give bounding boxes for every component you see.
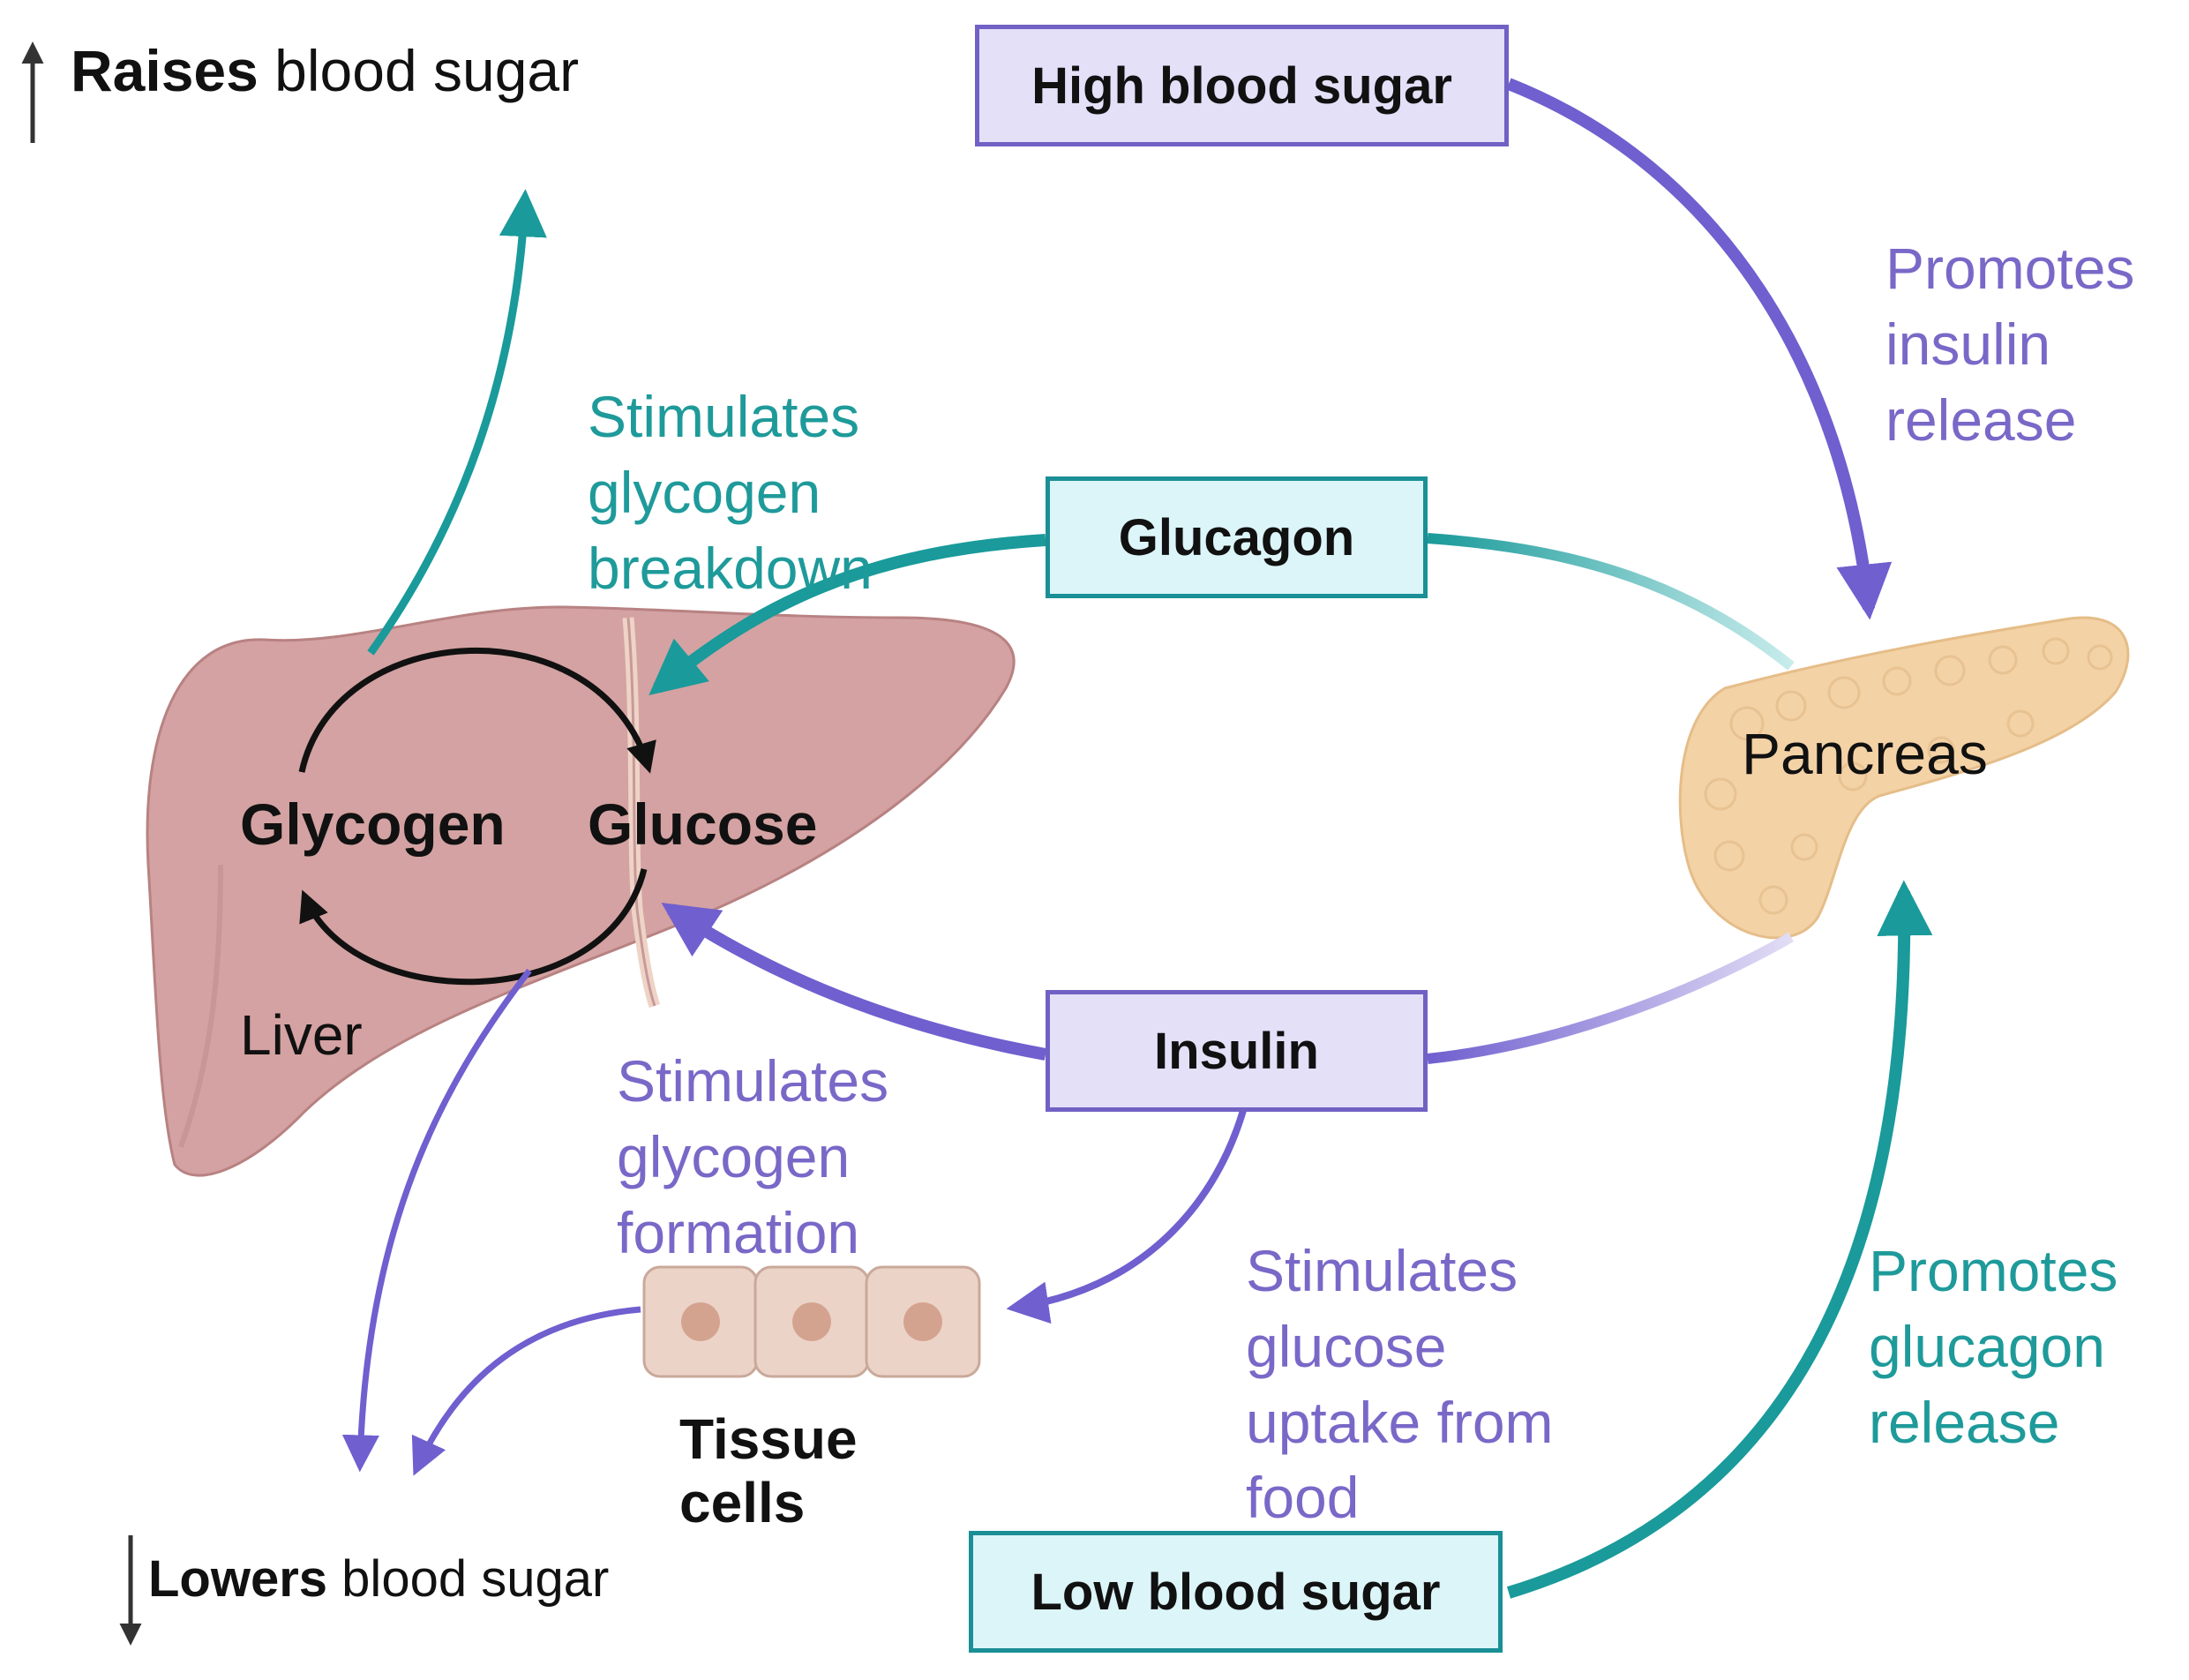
high-to-pancreas-arrow bbox=[1506, 78, 1893, 620]
annotation-line: release bbox=[1869, 1389, 2060, 1455]
low-blood-sugar-box: Low blood sugar bbox=[969, 1531, 1503, 1653]
lowers-legend: Lowers blood sugar bbox=[148, 1550, 610, 1609]
glycogen-to-glucose-arrow bbox=[298, 648, 656, 774]
annotation-line: Stimulates bbox=[1246, 1238, 1518, 1303]
tissue-cells-line: cells bbox=[679, 1470, 806, 1534]
pancreas-illustration bbox=[1678, 616, 2130, 940]
annotation-line: glycogen bbox=[588, 459, 821, 525]
lowers-bold-text: Lowers bbox=[148, 1550, 328, 1608]
annotation-line: release bbox=[1885, 386, 2077, 453]
glucose-to-glycogen-arrow bbox=[299, 868, 648, 986]
low-to-pancreas-arrow bbox=[1506, 880, 1933, 1599]
annotation-line: Stimulates bbox=[588, 384, 860, 449]
annotation-line: insulin bbox=[1885, 311, 2051, 377]
annotation-line: food bbox=[1246, 1465, 1360, 1531]
annotation-line: glucose bbox=[1246, 1313, 1447, 1379]
annotation-line: uptake from bbox=[1246, 1389, 1554, 1455]
tissue-cells-line: Tissue bbox=[679, 1407, 858, 1471]
tissue-cells-label: Tissue cells bbox=[679, 1407, 858, 1534]
high-blood-sugar-label: High blood sugar bbox=[1031, 56, 1452, 115]
liver-raises-arrow bbox=[367, 189, 547, 656]
insulin-to-liver-arrow bbox=[661, 903, 1047, 1061]
glycogen-label: Glycogen bbox=[240, 791, 506, 857]
annotation-line: Stimulates bbox=[617, 1048, 889, 1114]
raises-legend: Raises blood sugar bbox=[71, 38, 580, 104]
tissue-cells-illustration bbox=[642, 1265, 981, 1378]
high-blood-sugar-box: High blood sugar bbox=[975, 25, 1509, 146]
raises-bold-text: Raises bbox=[71, 38, 259, 103]
pancreas-insulin-line bbox=[1427, 932, 1794, 1064]
liver-lowers-arrow bbox=[341, 968, 532, 1473]
lowers-rest-text: blood sugar bbox=[327, 1550, 610, 1608]
stimulates-glucose-uptake-text: Stimulates glucose uptake from food bbox=[1246, 1234, 1554, 1536]
annotation-line: glycogen bbox=[617, 1123, 851, 1189]
promotes-glucagon-release-text: Promotes glucagon release bbox=[1869, 1234, 2118, 1460]
glucagon-label: Glucagon bbox=[1118, 508, 1355, 566]
annotation-line: breakdown bbox=[588, 535, 873, 601]
annotation-line: formation bbox=[617, 1199, 860, 1265]
pancreas-label: Pancreas bbox=[1742, 721, 1988, 786]
glucose-label: Glucose bbox=[588, 791, 818, 857]
stimulates-glycogen-formation-text: Stimulates glycogen formation bbox=[617, 1044, 888, 1271]
raises-rest-text: blood sugar bbox=[258, 38, 580, 103]
cells-lowers-arrow bbox=[411, 1306, 641, 1476]
annotation-line: Promotes bbox=[1885, 236, 2135, 301]
promotes-insulin-release-text: Promotes insulin release bbox=[1885, 231, 2134, 458]
insulin-to-cells-arrow bbox=[1006, 1106, 1248, 1324]
insulin-box: Insulin bbox=[1046, 990, 1428, 1112]
insulin-label: Insulin bbox=[1154, 1022, 1319, 1080]
annotation-line: Promotes bbox=[1869, 1238, 2118, 1303]
stimulates-glycogen-breakdown-text: Stimulates glycogen breakdown bbox=[588, 379, 873, 606]
glucagon-to-liver-arrow bbox=[648, 534, 1046, 696]
annotation-line: glucagon bbox=[1869, 1313, 2105, 1379]
glucagon-box: Glucagon bbox=[1046, 476, 1428, 598]
low-blood-sugar-label: Low blood sugar bbox=[1031, 1563, 1441, 1621]
pancreas-glucagon-line bbox=[1427, 533, 1795, 671]
liver-label: Liver bbox=[240, 1003, 363, 1067]
